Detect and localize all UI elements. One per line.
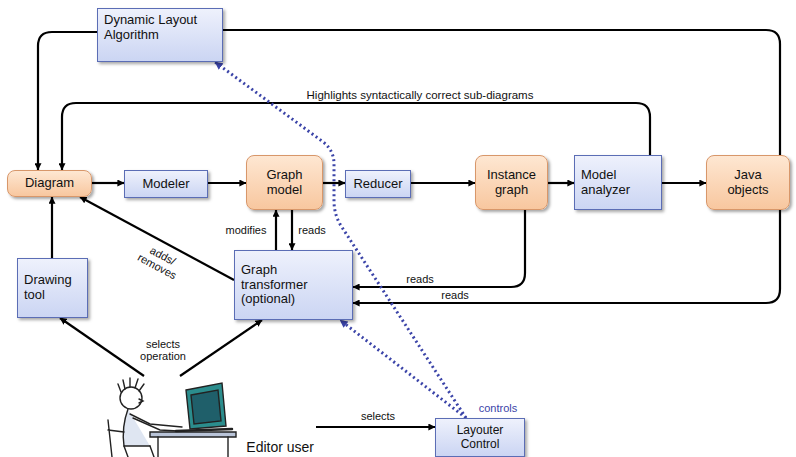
process-box: Reducer — [345, 170, 411, 198]
data-box: Instance graph — [475, 155, 548, 210]
flow-connector — [353, 210, 525, 287]
flow-connector — [60, 318, 144, 376]
text-group: Layouter Control — [442, 424, 518, 452]
data-box: Java objects — [706, 155, 790, 210]
process-box: Dynamic Layout Algorithm — [97, 8, 223, 62]
edge-label: adds/ removes — [134, 239, 186, 282]
flow-connector — [180, 320, 262, 376]
data-box: Graph model — [246, 155, 323, 210]
process-box: Modeler — [124, 170, 208, 198]
text-group: Graph model — [253, 168, 316, 198]
node-label: Modeler — [143, 177, 190, 192]
flow-connector — [275, 210, 277, 250]
node-label: Dynamic Layout Algorithm — [104, 13, 216, 43]
edge-label: modifies — [224, 224, 269, 236]
text-group: Dynamic Layout Algorithm — [104, 13, 216, 43]
edge-label: Highlights syntactically correct sub-dia… — [305, 89, 536, 102]
node-label: Instance graph — [482, 168, 541, 198]
data-box: Diagram — [7, 170, 92, 197]
edge-label: reads — [296, 224, 328, 236]
annotation-label: controls — [477, 402, 520, 414]
flow-connector — [662, 182, 706, 184]
text-group: Editor user — [246, 439, 314, 455]
node-label: Layouter Control — [442, 424, 518, 452]
node-label: Graph transformer (optional) — [241, 263, 346, 308]
flow-connector — [38, 32, 97, 170]
actor-figure: Editor user — [100, 376, 316, 457]
node-label: Reducer — [353, 177, 402, 192]
flow-connector — [62, 103, 650, 170]
text-group: Instance graph — [482, 168, 541, 198]
flow-connector — [316, 426, 435, 428]
text-group: Drawing tool — [24, 273, 81, 303]
flow-connector — [208, 182, 246, 184]
flow-connector — [548, 182, 574, 184]
text-group: Java objects — [713, 168, 783, 198]
flow-connector — [291, 210, 293, 250]
node-label: Graph model — [253, 168, 316, 198]
node-label: Model analyzer — [581, 168, 655, 198]
node-label: Editor user — [246, 439, 314, 455]
control-connector — [340, 320, 466, 418]
flow-connector — [92, 182, 124, 184]
control-connector — [215, 62, 466, 418]
edge-label: reads — [404, 273, 436, 285]
text-group: Diagram — [25, 176, 74, 191]
node-label: Drawing tool — [24, 273, 81, 303]
edge-label: selects — [359, 410, 397, 422]
text-group: Model analyzer — [581, 168, 655, 198]
node-label: Java objects — [713, 168, 783, 198]
flow-connector — [223, 30, 780, 155]
node-label: Diagram — [25, 176, 74, 191]
process-box: Drawing tool — [17, 258, 88, 318]
text-group: Reducer — [353, 177, 402, 192]
flow-connector — [323, 182, 345, 184]
flow-connector — [411, 182, 475, 184]
process-box: Layouter Control — [435, 418, 525, 457]
flow-connector — [51, 197, 53, 258]
flow-connector — [353, 210, 780, 303]
edge-label: reads — [439, 289, 471, 301]
text-group: Graph transformer (optional) — [241, 263, 346, 308]
text-group: Modeler — [143, 177, 190, 192]
annotation-label: selects operation — [138, 338, 188, 362]
process-box: Graph transformer (optional) — [234, 250, 353, 320]
process-box: Model analyzer — [574, 155, 662, 210]
